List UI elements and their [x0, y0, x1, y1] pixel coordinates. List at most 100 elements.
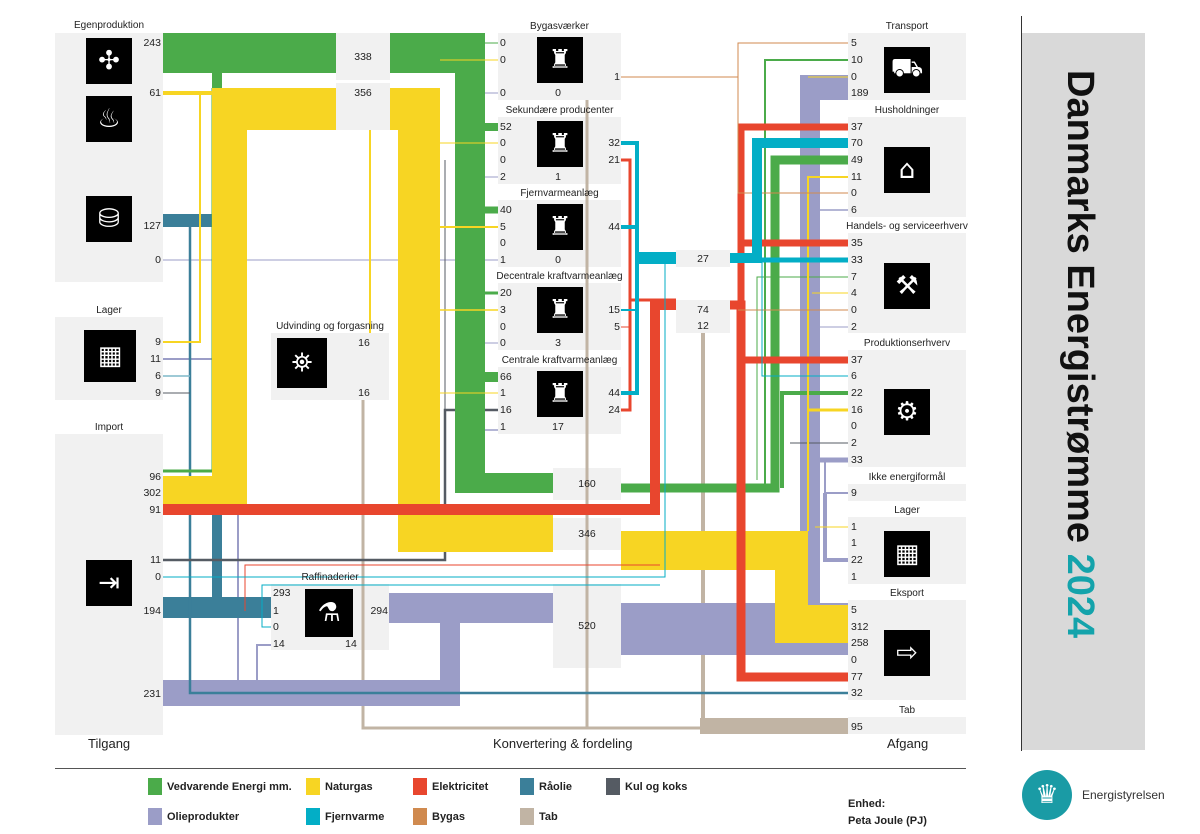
district-heating-flows — [163, 138, 848, 628]
demand-title: Transport — [885, 21, 929, 32]
flow-value: 12 — [697, 320, 709, 332]
industry-icon: ⚙ — [884, 388, 930, 435]
flow-value: 5 — [614, 321, 620, 333]
legend-item: Olieprodukter — [148, 808, 239, 825]
conversion-title: Sekundære producenter — [505, 105, 614, 116]
flow-value: 356 — [354, 87, 372, 99]
flow-value: 16 — [851, 404, 863, 416]
flow-value: 0 — [851, 304, 857, 316]
legend-swatch — [606, 778, 620, 795]
flow-value: 14 — [273, 638, 285, 650]
page-title: Danmarks Energistrømme 2024 — [1058, 70, 1101, 638]
flow-value: 189 — [851, 87, 869, 99]
flow-value: 0 — [273, 621, 279, 633]
flow-value: 74 — [697, 304, 709, 316]
flow-value: 0 — [500, 137, 506, 149]
flow-value: 1 — [273, 605, 279, 617]
legend-label: Tab — [539, 810, 558, 823]
flow-value: 4 — [851, 287, 857, 299]
unit-label: Enhed: — [848, 798, 886, 810]
flow-value: 0 — [500, 154, 506, 166]
flow-value: 96 — [149, 471, 161, 483]
flow-value: 302 — [143, 487, 161, 499]
flow-value: 5 — [851, 37, 857, 49]
legend-item: Fjernvarme — [306, 808, 384, 825]
flow-value: 1 — [851, 571, 857, 583]
flow-value: 10 — [851, 54, 863, 66]
flow-value: 5 — [500, 221, 506, 233]
gas-bottle-icon: ♨ — [86, 96, 132, 142]
legend-label: Råolie — [539, 780, 573, 793]
conversion-title: Fjernvarmeanlæg — [520, 188, 599, 199]
hub-box-electricity — [676, 300, 730, 333]
legend-label: Naturgas — [325, 780, 373, 793]
flow-value: 44 — [608, 221, 620, 233]
flow-value: 160 — [578, 478, 596, 490]
flow-value: 14 — [345, 638, 357, 650]
flow-value: 0 — [851, 71, 857, 83]
flow-value: 6 — [155, 370, 161, 382]
legend-label: Elektricitet — [432, 780, 489, 793]
flow-value: 0 — [155, 254, 161, 266]
demand-box — [848, 717, 966, 734]
hub-box-natural_gas — [336, 83, 390, 130]
flow-value: 0 — [555, 254, 561, 266]
flow-value: 243 — [143, 37, 161, 49]
oil-rig-icon: ⛯ — [277, 338, 327, 388]
natural-gas-flows — [163, 59, 848, 643]
unit-value: Peta Joule (PJ) — [848, 815, 927, 827]
legend-swatch — [413, 808, 427, 825]
flow-value: 9 — [155, 336, 161, 348]
demand-title: Eksport — [890, 588, 924, 599]
flow-value: 16 — [500, 404, 512, 416]
flow-value: 20 — [500, 287, 512, 299]
flow-value: 11 — [150, 554, 161, 566]
egenproduktion-title: Egenproduktion — [73, 20, 145, 31]
refineries-title: Raffinaderier — [301, 572, 359, 583]
demand-title: Produktionserhverv — [863, 338, 951, 349]
legend-label: Vedvarende Energi mm. — [167, 780, 292, 793]
flow-value: 1 — [851, 537, 857, 549]
gasworks-icon: ♜ — [537, 37, 583, 83]
wind-solar-icon: ✣ — [86, 38, 132, 84]
flow-value: 16 — [358, 337, 370, 349]
flow-value: 21 — [608, 154, 620, 166]
trade-service-icon: ⚒ — [884, 263, 930, 309]
export-icon: ⇨ — [884, 630, 930, 676]
flow-value: 0 — [500, 87, 506, 99]
flow-value: 52 — [500, 121, 512, 133]
central-chp-icon: ♜ — [537, 371, 583, 417]
demand-title: Lager — [894, 505, 920, 516]
flow-value: 1 — [614, 71, 620, 83]
flow-value: 22 — [851, 554, 863, 566]
legend-label: Kul og koks — [625, 780, 688, 793]
flow-value: 6 — [851, 370, 857, 382]
flow-value: 91 — [149, 504, 161, 516]
flow-value: 9 — [155, 387, 161, 399]
logo-text: Energistyrelsen — [1082, 788, 1165, 802]
flow-value: 0 — [500, 54, 506, 66]
flow-value: 0 — [500, 37, 506, 49]
flow-value: 27 — [697, 253, 709, 265]
legend-swatch — [413, 778, 427, 795]
household-icon: ⌂ — [884, 147, 930, 193]
legend-label: Olieprodukter — [167, 810, 240, 823]
flow-value: 0 — [500, 337, 506, 349]
flow-value: 70 — [851, 137, 863, 149]
flow-value: 294 — [370, 605, 388, 617]
flow-value: 0 — [500, 321, 506, 333]
demand-title: Tab — [898, 705, 916, 716]
flow-value: 61 — [149, 87, 161, 99]
legend-swatch — [148, 808, 162, 825]
legend-item: Kul og koks — [606, 778, 687, 795]
flow-value: 11 — [851, 171, 862, 183]
flow-value: 66 — [500, 371, 512, 383]
flow-value: 2 — [851, 321, 857, 333]
flow-value: 0 — [851, 654, 857, 666]
flow-value: 5 — [851, 604, 857, 616]
conversion-title: Decentrale kraftvarmeanlæg — [496, 271, 623, 282]
flow-value: 40 — [500, 204, 512, 216]
legend-label: Bygas — [432, 810, 466, 823]
flow-value: 2 — [500, 171, 506, 183]
